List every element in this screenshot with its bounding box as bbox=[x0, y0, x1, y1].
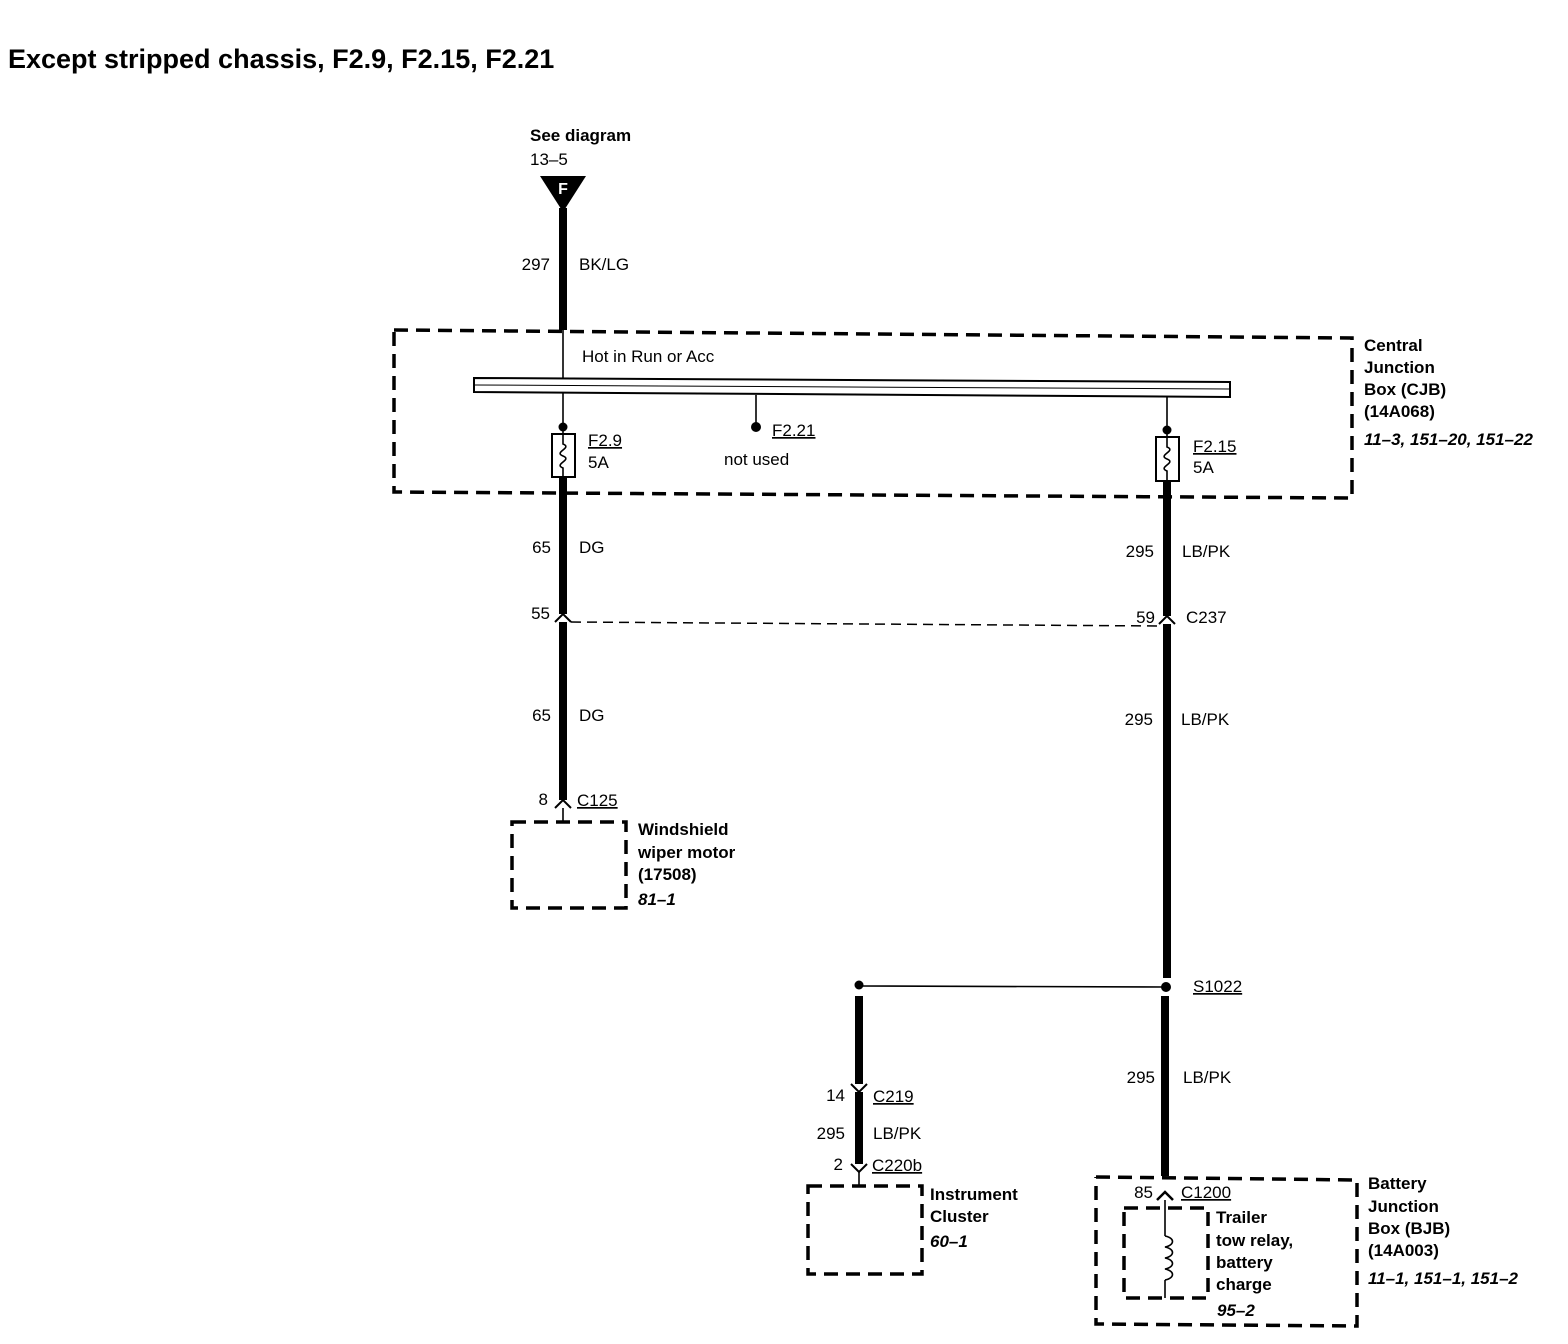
c125-pin: 8 bbox=[539, 790, 548, 809]
bjb-refs: 11–1, 151–1, 151–2 bbox=[1368, 1269, 1519, 1288]
wire-295-middle-number: 295 bbox=[1125, 710, 1153, 729]
wiper-name-line-3: (17508) bbox=[638, 865, 697, 884]
connector-c237-left-icon bbox=[554, 612, 572, 623]
c220b-name: C220b bbox=[872, 1156, 922, 1175]
trailer-tow-relay-box bbox=[1122, 1206, 1210, 1300]
wire-295-middle-color: LB/PK bbox=[1181, 710, 1230, 729]
cjb-name-line-3: Box (CJB) bbox=[1364, 380, 1446, 399]
connector-c237-right-icon bbox=[1158, 614, 1176, 625]
c220b-pin: 2 bbox=[834, 1155, 843, 1174]
wire-297-color: BK/LG bbox=[579, 255, 629, 274]
cluster-name-line-1: Instrument bbox=[930, 1185, 1018, 1204]
splice-branch-node bbox=[854, 980, 864, 990]
c1200-pin: 85 bbox=[1134, 1183, 1153, 1202]
wire-295-upper-number: 295 bbox=[1126, 542, 1154, 561]
connector-c125-icon bbox=[554, 798, 572, 809]
bjb-box bbox=[1094, 1175, 1359, 1328]
wire-297-number: 297 bbox=[522, 255, 550, 274]
cjb-bus-bar bbox=[473, 376, 1231, 399]
see-diagram-label: See diagram bbox=[530, 126, 631, 145]
relay-name-line-1: Trailer bbox=[1216, 1208, 1267, 1227]
cjb-name-line-4: (14A068) bbox=[1364, 402, 1435, 421]
connector-c220b-icon bbox=[850, 1163, 868, 1174]
fuse-f2-15-rating: 5A bbox=[1193, 458, 1214, 477]
fuse-f2-15-icon bbox=[1155, 436, 1180, 482]
wire-65-upper-color: DG bbox=[579, 538, 605, 557]
relay-coil-icon bbox=[1164, 1200, 1174, 1298]
connector-c1200-icon bbox=[1156, 1190, 1174, 1201]
fuse-f2-21-note: not used bbox=[724, 450, 789, 469]
wire-295-lower-color: LB/PK bbox=[1183, 1068, 1232, 1087]
wire-65-upper-number: 65 bbox=[532, 538, 551, 557]
fuse-f2-15-node bbox=[1162, 425, 1172, 435]
connector-c237-link bbox=[570, 621, 1160, 627]
wire-295-upper-color: LB/PK bbox=[1182, 542, 1231, 561]
relay-name-line-2: tow relay, bbox=[1216, 1231, 1293, 1250]
splice-name: S1022 bbox=[1193, 977, 1242, 996]
fuse-f2-9-rating: 5A bbox=[588, 453, 609, 472]
fuse-f2-21-name: F2.21 bbox=[772, 421, 815, 440]
instrument-cluster-box bbox=[806, 1184, 924, 1276]
connector-f-triangle-icon bbox=[540, 176, 586, 212]
relay-ref: 95–2 bbox=[1217, 1301, 1255, 1320]
c237-right-pin: 59 bbox=[1136, 608, 1155, 627]
relay-name-line-4: charge bbox=[1216, 1275, 1272, 1294]
cjb-name-line-2: Junction bbox=[1364, 358, 1435, 377]
fuse-f2-9-node bbox=[558, 422, 568, 432]
fuse-f2-9-name: F2.9 bbox=[588, 431, 622, 450]
wiper-name-line-1: Windshield bbox=[638, 820, 729, 839]
c237-left-pin: 55 bbox=[531, 604, 550, 623]
wiper-ref: 81–1 bbox=[638, 890, 676, 909]
wire-295-cluster-number: 295 bbox=[817, 1124, 845, 1143]
wire-65-lower-number: 65 bbox=[532, 706, 551, 725]
relay-name-line-3: battery bbox=[1216, 1253, 1273, 1272]
cluster-name-line-2: Cluster bbox=[930, 1207, 989, 1226]
c219-pin: 14 bbox=[826, 1086, 845, 1105]
cjb-box bbox=[392, 328, 1354, 500]
page-title: Except stripped chassis, F2.9, F2.15, F2… bbox=[8, 44, 554, 74]
wire-295-cluster-color: LB/PK bbox=[873, 1124, 922, 1143]
wiper-motor-box bbox=[510, 820, 628, 910]
connector-f-letter: F bbox=[558, 181, 568, 198]
bjb-name-line-1: Battery bbox=[1368, 1174, 1427, 1193]
cjb-bus-label: Hot in Run or Acc bbox=[582, 347, 715, 366]
bjb-name-line-2: Junction bbox=[1368, 1197, 1439, 1216]
bjb-name-line-4: (14A003) bbox=[1368, 1241, 1439, 1260]
wire-65-lower-color: DG bbox=[579, 706, 605, 725]
wiper-name-line-2: wiper motor bbox=[637, 843, 736, 862]
wire-295-lower-number: 295 bbox=[1127, 1068, 1155, 1087]
fuse-f2-15-name: F2.15 bbox=[1193, 437, 1236, 456]
c125-name: C125 bbox=[577, 791, 618, 810]
splice-branch-wire bbox=[858, 985, 1167, 988]
see-diagram-ref: 13–5 bbox=[530, 150, 568, 169]
bjb-name-line-3: Box (BJB) bbox=[1368, 1219, 1450, 1238]
cluster-ref: 60–1 bbox=[930, 1232, 968, 1251]
cjb-name-line-1: Central bbox=[1364, 336, 1423, 355]
fuse-f2-9-icon bbox=[551, 433, 576, 478]
c1200-name: C1200 bbox=[1181, 1183, 1231, 1202]
fuse-f2-21-node bbox=[751, 422, 761, 432]
connector-c219-icon bbox=[850, 1083, 868, 1094]
c219-name: C219 bbox=[873, 1087, 914, 1106]
c237-name: C237 bbox=[1186, 608, 1227, 627]
cjb-refs: 11–3, 151–20, 151–22 bbox=[1364, 430, 1533, 449]
